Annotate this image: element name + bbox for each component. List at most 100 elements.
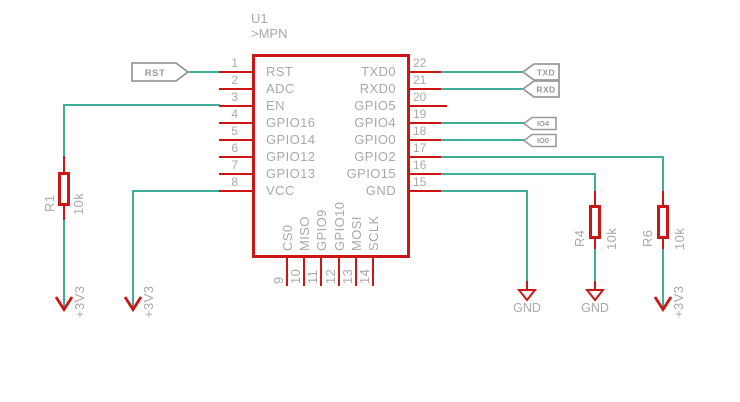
pin-stub-5[interactable]	[219, 139, 252, 141]
r1-lead-bottom[interactable]	[63, 205, 65, 220]
pin-number: 13	[340, 268, 355, 284]
pin-label: GPIO4	[354, 115, 396, 130]
pin-stub-2[interactable]	[219, 88, 252, 90]
wire-txd0-net[interactable]	[441, 71, 523, 73]
r1-lead-top[interactable]	[63, 156, 65, 173]
io0-flag[interactable]: IO0	[521, 133, 558, 148]
pin-stub-6[interactable]	[219, 156, 252, 158]
gnd-symbol[interactable]	[584, 288, 606, 302]
supply-3v3-label: +3V3	[72, 285, 87, 318]
pin-stub-8[interactable]	[219, 190, 252, 192]
txd-flag[interactable]: TXD	[519, 62, 561, 82]
gnd-label: GND	[513, 301, 541, 315]
pin-stub-17[interactable]	[410, 156, 441, 158]
wire-gnd-drop[interactable]	[526, 190, 528, 281]
io4-flag-label: IO4	[537, 119, 550, 128]
pin-number: 17	[413, 141, 427, 155]
wire-gpio2-net[interactable]	[441, 156, 664, 158]
pin-label: MISO	[297, 216, 312, 251]
pin-stub-3[interactable]	[219, 105, 252, 107]
pin-stub-19[interactable]	[410, 122, 441, 124]
io4-flag[interactable]: IO4	[521, 116, 558, 131]
rst-flag[interactable]: RST	[130, 61, 192, 83]
pin-label: RXD0	[359, 81, 396, 96]
pin-stub-10[interactable]	[303, 258, 305, 286]
resistor-r1[interactable]	[58, 172, 70, 206]
wire-rst-net[interactable]	[188, 71, 220, 73]
pin-stub-9[interactable]	[286, 258, 288, 286]
chip-u1-body[interactable]	[252, 54, 410, 258]
pin-number: 6	[231, 141, 238, 155]
pin-number: 19	[413, 107, 427, 121]
pin-stub-21[interactable]	[410, 88, 441, 90]
wire-vcc-to-3v3[interactable]	[132, 190, 134, 307]
pin-label: RST	[266, 64, 294, 79]
pin-stub-12[interactable]	[338, 258, 340, 286]
pin-number: 10	[288, 268, 303, 284]
pin-label: GPIO12	[266, 149, 316, 164]
supply-3v3-symbol[interactable]	[652, 295, 674, 313]
resistor-r4[interactable]	[589, 205, 601, 239]
wire-rxd0-net[interactable]	[441, 88, 523, 90]
pin-stub-11[interactable]	[320, 258, 322, 286]
wire-gpio0-net[interactable]	[441, 139, 525, 141]
r4-lead-top[interactable]	[594, 191, 596, 206]
pin-stub-7[interactable]	[219, 173, 252, 175]
r6-lead-bottom[interactable]	[662, 238, 664, 249]
pin-stub-4[interactable]	[219, 122, 252, 124]
pin-stub-13[interactable]	[355, 258, 357, 286]
supply-3v3-symbol[interactable]	[53, 295, 75, 313]
pin-label: VCC	[266, 183, 295, 198]
pin-number: 15	[413, 175, 427, 189]
pin-label: GPIO14	[266, 132, 316, 147]
gnd-lead[interactable]	[594, 281, 596, 290]
pin-label: GPIO2	[354, 149, 396, 164]
pin-label: ADC	[266, 81, 295, 96]
pin-number: 9	[271, 276, 286, 284]
supply-3v3-symbol[interactable]	[122, 295, 144, 313]
pin-number: 14	[357, 268, 372, 284]
pin-label: SCLK	[366, 215, 381, 251]
pin-label: EN	[266, 98, 285, 113]
supply-3v3-label: +3V3	[671, 285, 686, 318]
pin-number: 16	[413, 158, 427, 172]
pin-stub-18[interactable]	[410, 139, 441, 141]
pin-label: TXD0	[361, 64, 396, 79]
rxd-flag[interactable]: RXD	[519, 79, 561, 99]
wire-r4-to-gnd[interactable]	[594, 248, 596, 281]
resistor-name: R6	[640, 229, 655, 247]
chip-designator: U1	[251, 11, 268, 26]
pin-stub-22[interactable]	[410, 71, 441, 73]
wire-vcc-net[interactable]	[132, 190, 220, 192]
wire-en-net[interactable]	[63, 104, 220, 106]
pin-stub-20[interactable]	[410, 105, 447, 107]
wire-en-net-drop[interactable]	[63, 104, 65, 157]
resistor-r6[interactable]	[657, 205, 669, 239]
rxd-flag-label: RXD	[536, 85, 555, 95]
pin-stub-14[interactable]	[372, 258, 374, 286]
wire-r6-to-3v3[interactable]	[662, 248, 664, 307]
resistor-value: 10k	[71, 192, 86, 215]
supply-3v3-label: +3V3	[141, 285, 156, 318]
pin-number: 22	[413, 56, 427, 70]
pin-number: 21	[413, 73, 427, 87]
pin-label: GPIO9	[314, 209, 329, 251]
r4-lead-bottom[interactable]	[594, 238, 596, 249]
wire-gpio15-drop[interactable]	[594, 173, 596, 192]
pin-label: MOSI	[349, 216, 364, 251]
gnd-label: GND	[581, 301, 609, 315]
resistor-name: R4	[572, 229, 587, 247]
gnd-lead[interactable]	[526, 281, 528, 290]
r6-lead-top[interactable]	[662, 191, 664, 206]
pin-stub-1[interactable]	[219, 71, 252, 73]
wire-gpio15-net[interactable]	[441, 173, 596, 175]
pin-stub-15[interactable]	[410, 190, 441, 192]
resistor-value: 10k	[672, 227, 687, 250]
gnd-symbol[interactable]	[516, 288, 538, 302]
wire-gnd-net[interactable]	[441, 190, 528, 192]
wire-gpio4-net[interactable]	[441, 122, 525, 124]
wire-gpio2-drop[interactable]	[662, 156, 664, 192]
pin-stub-16[interactable]	[410, 173, 441, 175]
wire-r1-to-3v3[interactable]	[63, 219, 65, 307]
